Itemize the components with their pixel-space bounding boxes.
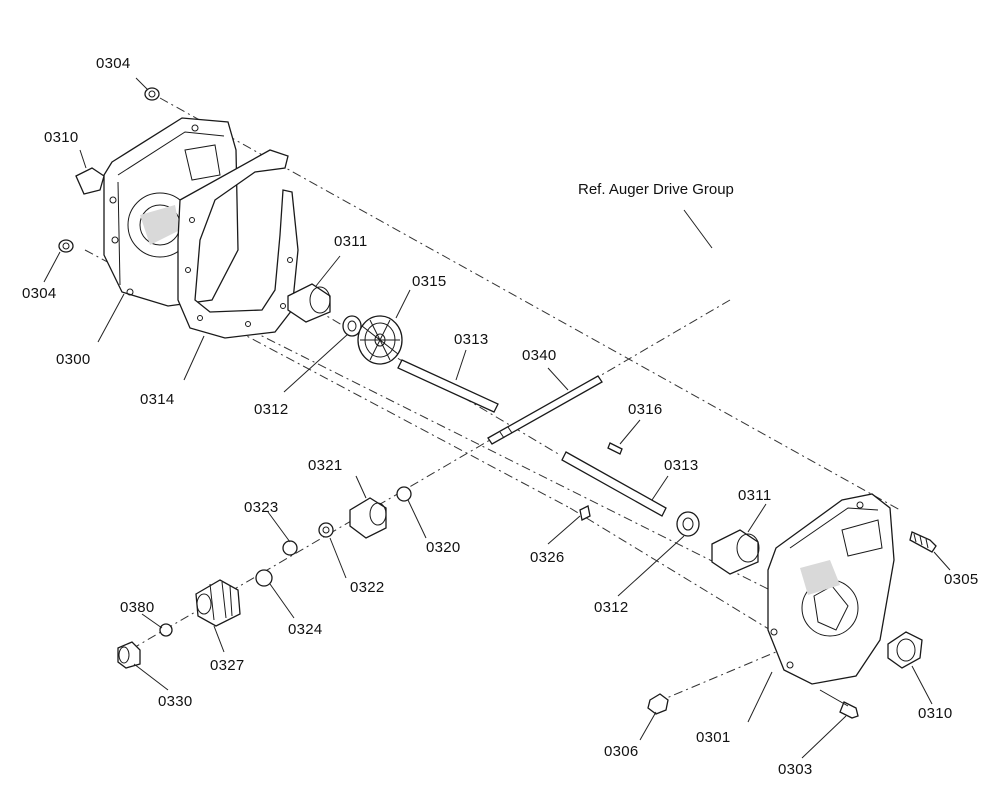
- label-0301: 0301: [696, 729, 731, 746]
- bushing-0311-left: [287, 283, 331, 323]
- label-0330: 0330: [158, 693, 193, 710]
- label-0323: 0323: [244, 499, 279, 516]
- label-0306: 0306: [604, 743, 639, 760]
- reference-note: Ref. Auger Drive Group: [578, 181, 734, 198]
- label-0321: 0321: [308, 457, 343, 474]
- label-0340: 0340: [522, 347, 557, 364]
- label-0324: 0324: [288, 621, 323, 638]
- washer-0312-left: [342, 315, 362, 337]
- bushing-0311-right: [711, 529, 760, 575]
- hub-0321: [349, 497, 387, 539]
- shaft-0313-lower: [561, 442, 667, 517]
- label-0312-lower: 0312: [594, 599, 629, 616]
- label-0304-left: 0304: [22, 285, 57, 302]
- washer-0380: [159, 623, 173, 637]
- washer-0323: [282, 540, 298, 556]
- label-0300: 0300: [56, 351, 91, 368]
- cap-0310-right: [887, 631, 923, 669]
- screw-0303: [819, 689, 859, 719]
- label-0304-top: 0304: [96, 55, 131, 72]
- left-housing-0300: [103, 117, 239, 307]
- leader-lines: [43, 77, 951, 759]
- label-0320: 0320: [426, 539, 461, 556]
- ring-0320: [396, 486, 412, 502]
- right-housing-0301: [767, 493, 895, 685]
- label-0380: 0380: [120, 599, 155, 616]
- part-labels: Ref. Auger Drive Group 0304 0310 0304 03…: [22, 55, 979, 778]
- label-0313-upper: 0313: [454, 331, 489, 348]
- bushing-0330: [117, 641, 141, 669]
- gasket-0314: [177, 149, 299, 339]
- nut-0306: [647, 693, 669, 715]
- nut-0304-left: [58, 239, 74, 253]
- cap-0310-left: [75, 167, 105, 195]
- nut-0304-top: [144, 87, 160, 101]
- label-0314: 0314: [140, 391, 175, 408]
- label-0315: 0315: [412, 273, 447, 290]
- label-0312-upper: 0312: [254, 401, 289, 418]
- label-0322: 0322: [350, 579, 385, 596]
- washer-0312-right: [676, 511, 700, 537]
- label-0311-lower: 0311: [738, 487, 771, 504]
- label-0303: 0303: [778, 761, 813, 778]
- shaft-0340: [487, 375, 603, 445]
- label-0327: 0327: [210, 657, 245, 674]
- shaft-0313-upper: [397, 359, 499, 413]
- label-0310-right: 0310: [918, 705, 953, 722]
- pin-0326: [579, 505, 591, 521]
- label-0311-upper: 0311: [334, 233, 367, 250]
- label-0310-left: 0310: [44, 129, 79, 146]
- label-0326: 0326: [530, 549, 565, 566]
- label-0313-lower: 0313: [664, 457, 699, 474]
- label-0305: 0305: [944, 571, 979, 588]
- label-0316: 0316: [628, 401, 663, 418]
- washer-0322: [318, 522, 334, 538]
- bolt-0305: [909, 531, 937, 553]
- sprocket-0327: [195, 579, 241, 627]
- gear-0315: [357, 315, 403, 365]
- washer-0324: [255, 569, 273, 587]
